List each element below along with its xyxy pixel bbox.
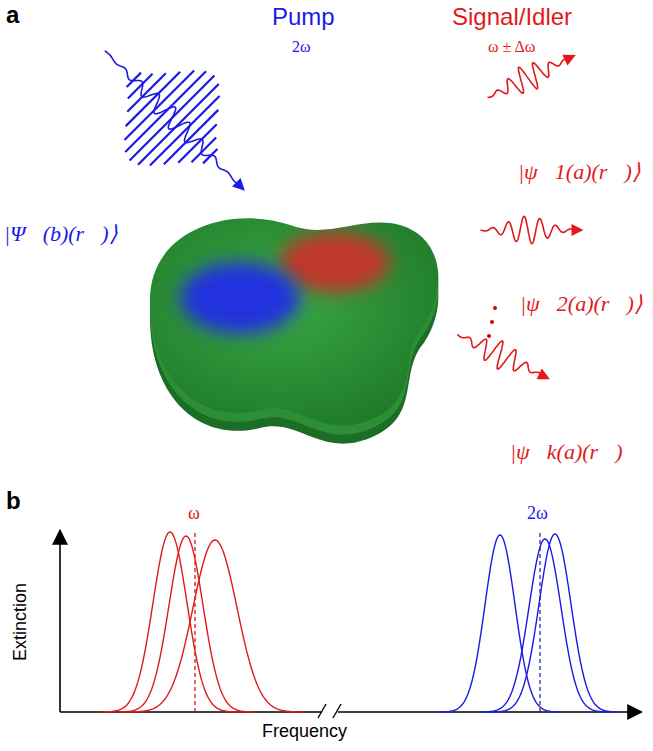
- extinction-peak: [118, 536, 254, 712]
- pump-title: Pump: [272, 4, 335, 30]
- mode-fields: [180, 232, 390, 334]
- axis-title: Frequency: [262, 722, 347, 742]
- signal-wave-arrowhead: [537, 369, 550, 380]
- pump-wavefront: [191, 137, 216, 162]
- panel-label: b: [6, 488, 21, 514]
- pump-wavefront: [128, 74, 153, 99]
- extinction-peak: [127, 540, 303, 712]
- pump-wave: [105, 51, 239, 185]
- signal-idler-title: Signal/Idler: [452, 4, 572, 30]
- signal-mode: |ψ⃗1(a)(r⃗)⟩: [518, 160, 641, 184]
- signal-frequency: ω ± Δω: [488, 38, 535, 56]
- pump-frequency: 2ω: [292, 38, 311, 56]
- peak-label: ω: [188, 504, 200, 524]
- axis-break-gap: [322, 700, 338, 720]
- signal-wave-arrowhead: [572, 224, 584, 236]
- signal-wave: [457, 334, 543, 375]
- extinction-peak: [102, 532, 238, 712]
- ellipsis-dot: [487, 334, 491, 338]
- signal-wave: [481, 216, 576, 243]
- axis-break: [318, 704, 326, 718]
- y-axis: [59, 532, 61, 712]
- blue-dashed-line: [539, 530, 540, 712]
- axis-title: Extinction: [11, 583, 31, 661]
- axis-break: [333, 704, 341, 718]
- signal-mode: |ψ⃗k(a)(r⃗)⟩: [510, 440, 640, 464]
- signal-wave-arrowhead: [562, 55, 575, 66]
- signal-mode: |ψ⃗2(a)(r⃗)⟩: [520, 292, 643, 316]
- pump-wave-arrowhead: [232, 178, 245, 191]
- ellipsis-dot: [490, 320, 494, 324]
- signal-wave: [488, 58, 569, 97]
- particle-top: [150, 218, 438, 425]
- peak-label: 2ω: [527, 504, 548, 524]
- panel-label: a: [6, 2, 19, 28]
- pump-mode: |Ψ⃗(b)(r⃗)⟩: [4, 222, 118, 246]
- extinction-peak: [440, 535, 560, 712]
- ellipsis-dot: [493, 306, 497, 310]
- extinction-peak: [491, 534, 619, 712]
- pump-wavefront: [178, 124, 217, 163]
